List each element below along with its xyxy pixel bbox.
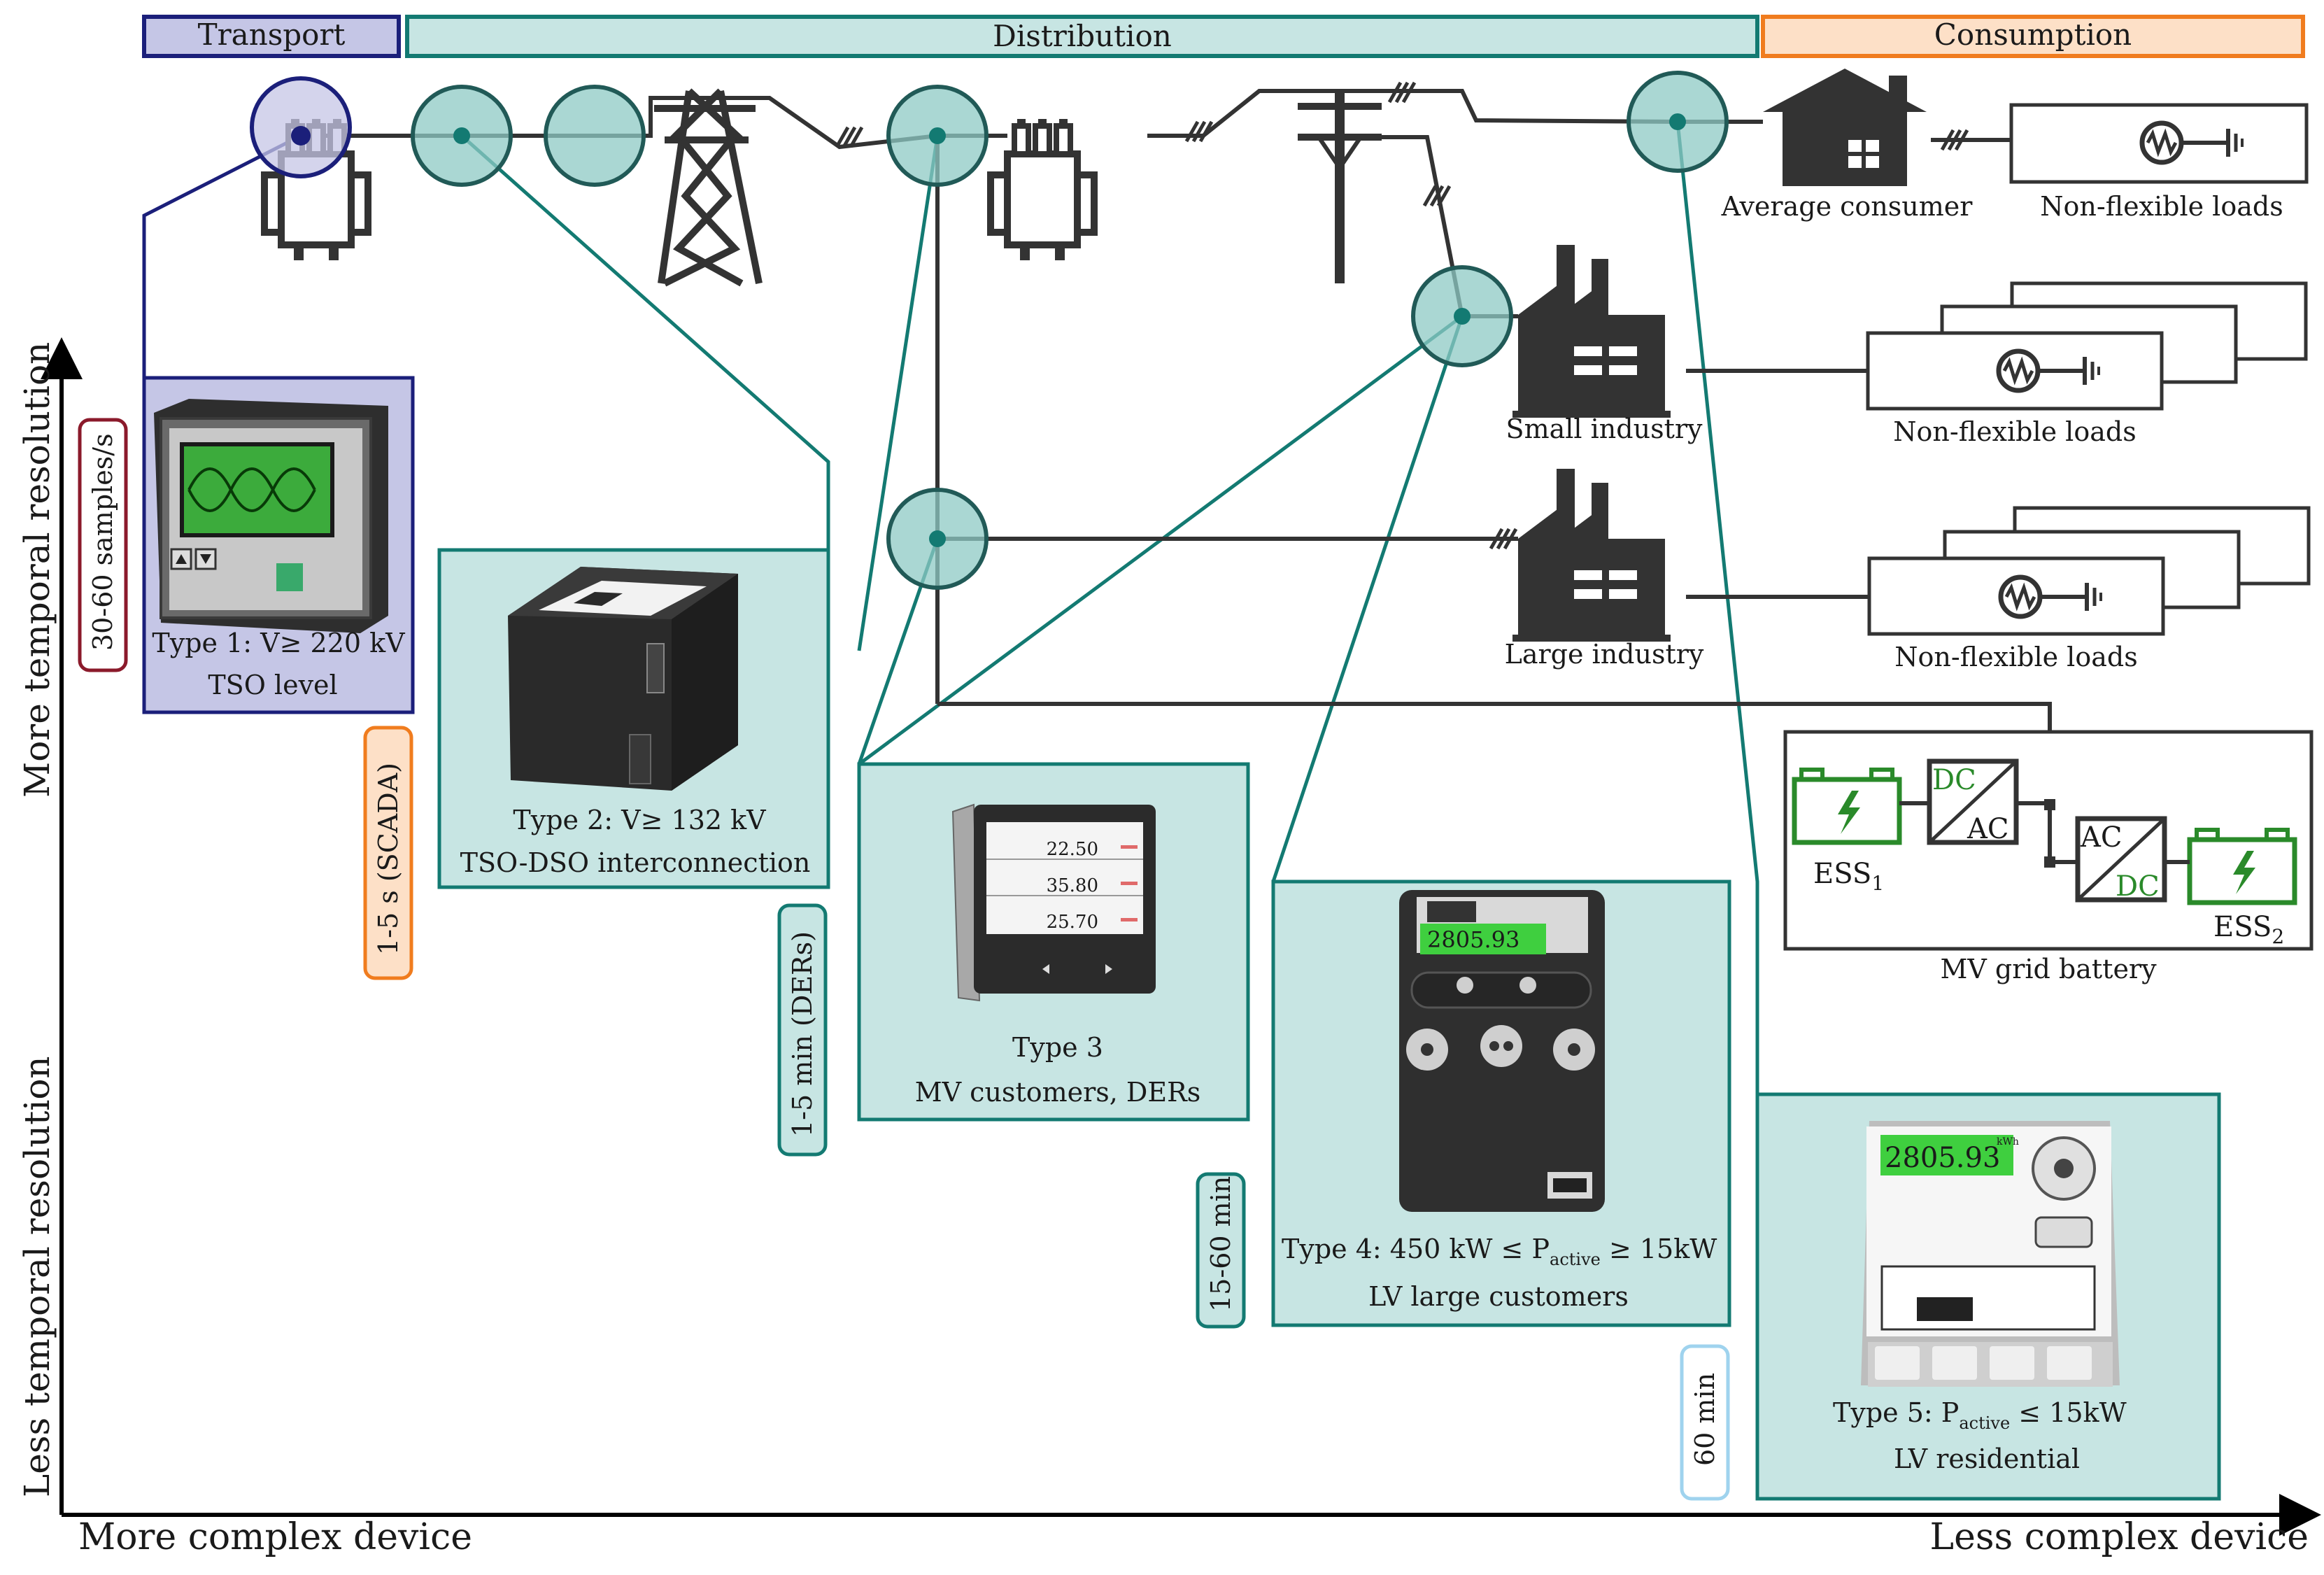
converter1-dc: DC (1932, 764, 1976, 796)
load-stack-small (1866, 281, 2308, 411)
rate-badge-60-min: 60 min (1680, 1344, 1730, 1501)
converter-dc-ac: DC AC (1927, 758, 2019, 845)
power-analyzer-image (154, 399, 388, 633)
converter2-dc: DC (2116, 870, 2160, 903)
relay-device-image (508, 567, 738, 791)
type4-label: Type 4: 450 kW ≤ Pactive ≥ 15kW (1282, 1234, 1717, 1269)
label-nfl-small: Non-flexible loads (1893, 416, 2136, 447)
rate-label-5: 60 min (1689, 1373, 1720, 1466)
type5-sublabel: LV residential (1894, 1443, 2080, 1474)
section-bar-transport: Transport (142, 15, 401, 58)
panel-reading-1: 22.50 (1047, 839, 1098, 860)
transmission-tower-icon (654, 88, 763, 287)
rate-badge-ders: 1-5 min (DERs) (777, 903, 828, 1157)
type3-sublabel: MV customers, DERs (915, 1077, 1201, 1108)
type1-sublabel: TSO level (208, 670, 337, 700)
residential-meter-image: 2805.93 kWh (1861, 1121, 2120, 1387)
converter1-ac: AC (1967, 813, 2009, 845)
three-phase-meter-image: 2805.93 (1399, 890, 1605, 1212)
load-box-average (2009, 103, 2309, 184)
ess1-label: ESS1 (1813, 858, 1884, 895)
device-box-type2: Type 2: V≥ 132 kV TSO-DSO interconnectio… (437, 548, 830, 889)
label-nfl-large: Non-flexible loads (1894, 642, 2137, 672)
phase-marker-5 (1942, 130, 1967, 150)
load-stack-large (1867, 506, 2311, 636)
type4-sublabel: LV large customers (1368, 1281, 1629, 1312)
rate-label-1: 30-60 samples/s (87, 433, 118, 651)
device-box-type4: 2805.93 Type 4: 450 kW ≤ Pactive ≥ 15kW … (1271, 880, 1731, 1327)
rate-label-3: 1-5 min (DERs) (787, 931, 818, 1137)
x-axis-label-right: Less complex device (1930, 1516, 2309, 1558)
mv-grid-battery: DC AC AC DC ESS1 ESS2 (1783, 730, 2314, 951)
device-box-type3: 22.50 35.80 25.70 Type 3 MV customers, D… (857, 762, 1250, 1122)
ess2-label: ESS2 (2213, 911, 2284, 948)
section-label-distribution: Distribution (993, 19, 1172, 53)
y-axis-label-bottom: Less temporal resolution (17, 1056, 57, 1497)
rate-badge-15-60-min: 15-60 min (1196, 1172, 1246, 1329)
phase-marker-6 (1491, 529, 1516, 549)
rate-badge-scada: 1-5 s (SCADA) (363, 726, 413, 980)
type5-label: Type 5: Pactive ≤ 15kW (1833, 1397, 2127, 1433)
converter-ac-dc: AC DC (2075, 816, 2167, 903)
y-axis-label-top: More temporal resolution (17, 342, 57, 798)
type2-sublabel: TSO-DSO interconnection (460, 847, 811, 878)
converter2-ac: AC (2080, 821, 2123, 854)
house-icon (1763, 69, 1927, 186)
panel-meter-image: 22.50 35.80 25.70 (951, 803, 1156, 1002)
phase-marker-2 (1186, 122, 1212, 141)
rate-label-4: 15-60 min (1205, 1176, 1236, 1312)
type5-lcd: 2805.93 (1885, 1142, 2000, 1174)
section-bar-distribution: Distribution (405, 15, 1759, 58)
type5-unit: kWh (1997, 1136, 2019, 1147)
label-small-industry: Small industry (1506, 414, 1703, 444)
device-box-type1: Type 1: V≥ 220 kV TSO level (142, 376, 415, 714)
utility-pole-icon (1298, 91, 1382, 283)
measure-point-2b (544, 85, 646, 187)
type2-label: Type 2: V≥ 132 kV (513, 805, 766, 835)
device-box-type5: 2805.93 kWh Type 5: Pactive ≤ 15kW LV re… (1755, 1092, 2221, 1501)
measure-point-type3-upper (886, 85, 989, 187)
type3-label: Type 3 (1012, 1032, 1103, 1063)
x-axis-label-left: More complex device (78, 1516, 472, 1558)
label-large-industry: Large industry (1505, 639, 1704, 670)
type4-lcd: 2805.93 (1427, 926, 1519, 953)
measure-point-type2 (411, 85, 513, 187)
panel-reading-3: 25.70 (1047, 912, 1098, 933)
measure-point-type5 (1627, 71, 1729, 173)
measure-point-type4 (1411, 265, 1513, 367)
type1-label: Type 1: V≥ 220 kV (152, 628, 405, 658)
panel-reading-2: 35.80 (1047, 875, 1098, 896)
label-average-consumer: Average consumer (1721, 191, 1974, 222)
label-nfl-average: Non-flexible loads (2040, 191, 2283, 222)
rate-badge-30-60-samples: 30-60 samples/s (78, 418, 128, 672)
section-bar-consumption: Consumption (1761, 15, 2305, 58)
section-label-transport: Transport (198, 17, 346, 52)
measure-point-transport (250, 76, 352, 178)
transformer-icon-2 (991, 119, 1094, 260)
section-label-consumption: Consumption (1934, 17, 2132, 52)
factory-icon-small (1512, 245, 1671, 418)
rate-label-2: 1-5 s (SCADA) (373, 763, 404, 955)
measure-point-type3-lower (886, 488, 989, 590)
phase-marker-3 (1389, 83, 1415, 102)
label-mv-grid-battery: MV grid battery (1940, 954, 2157, 984)
factory-icon-large (1512, 469, 1671, 642)
axes: More temporal resolution Less temporal r… (17, 337, 2321, 1558)
